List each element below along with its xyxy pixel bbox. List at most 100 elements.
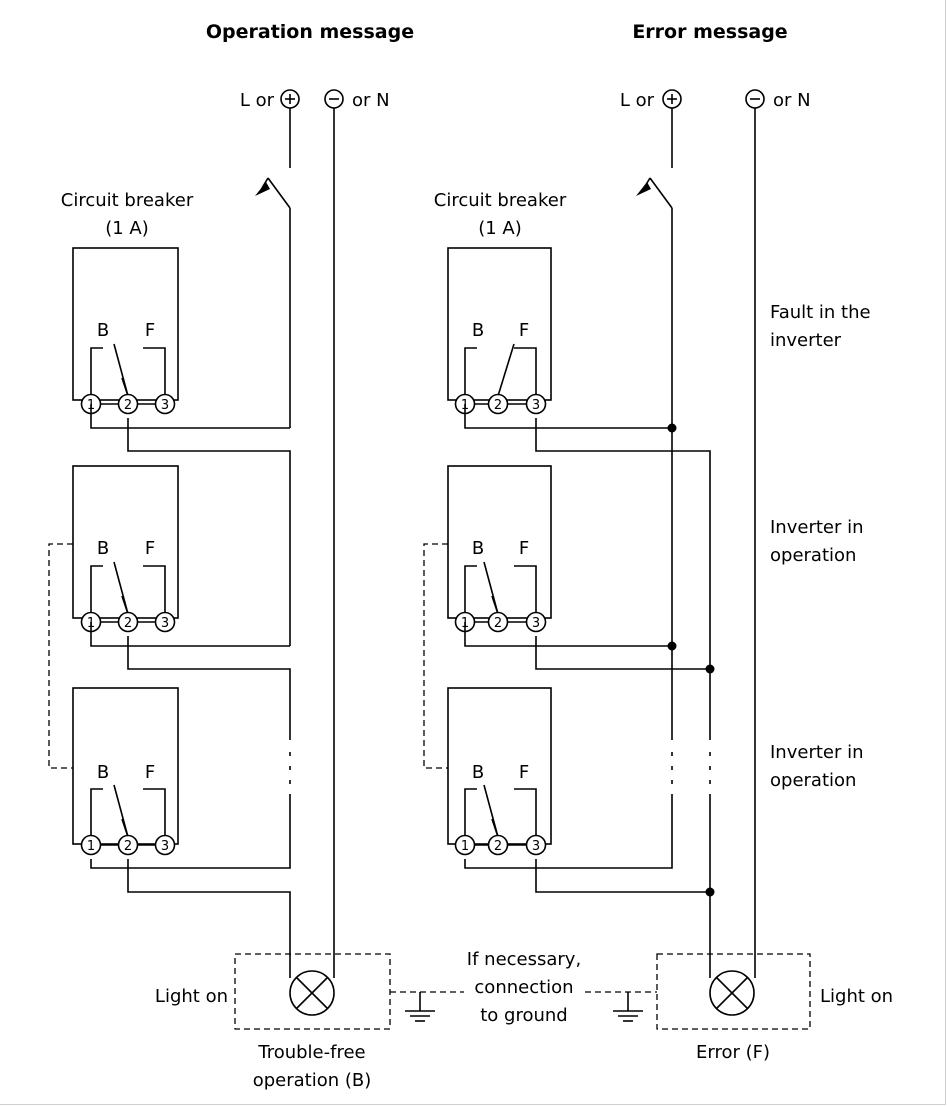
left-wire-t2-top	[127, 418, 291, 646]
contact-b-bracket	[90, 788, 103, 837]
junction-dot	[667, 641, 677, 651]
terminal-1	[80, 834, 102, 856]
right-wire-t1-top	[464, 404, 672, 429]
contact-blade	[497, 343, 515, 397]
minus-circle-icon	[324, 89, 344, 109]
lamp-icon	[709, 970, 755, 1016]
contact-f-bracket	[143, 565, 166, 614]
contact-f-bracket	[514, 788, 537, 837]
contact-b-bracket	[464, 565, 477, 614]
left-wire-t1-to-live	[90, 404, 290, 429]
terminal-number: 3	[161, 839, 169, 854]
terminal-2	[117, 834, 139, 856]
right-dashed-link	[423, 543, 448, 769]
terminal-3	[525, 834, 547, 856]
contact-f-label: F	[145, 762, 155, 783]
left-dashed-link	[48, 543, 73, 769]
terminal-number: 2	[124, 839, 132, 854]
ground-note-line3: to ground	[480, 1005, 567, 1026]
left-wire-t2-bot	[127, 859, 291, 958]
terminal-3	[154, 393, 176, 415]
junction-dot	[705, 664, 715, 674]
right-live-label: L or	[620, 90, 655, 111]
contact-b-label: B	[472, 538, 484, 559]
state-fault-label-2: inverter	[770, 330, 842, 351]
right-wire-t1-mid	[464, 622, 672, 647]
contact-f-label: F	[519, 538, 529, 559]
terminal-2	[487, 393, 509, 415]
plus-circle-icon	[280, 89, 300, 109]
right-wire-t3-top	[535, 418, 711, 740]
terminal-number: 3	[532, 616, 540, 631]
ground-icon	[405, 992, 435, 1022]
ground-icon	[613, 992, 643, 1022]
plus-circle-icon	[662, 89, 682, 109]
minus-circle-icon	[745, 89, 765, 109]
contact-b-bracket	[464, 347, 477, 396]
contact-f-bracket	[514, 347, 537, 396]
left-neutral-label: or N	[352, 90, 390, 111]
terminal-number: 1	[87, 839, 95, 854]
contact-b-label: B	[97, 320, 109, 341]
left-breaker-label: Circuit breaker	[61, 190, 194, 211]
ground-note-line2: connection	[474, 977, 573, 998]
contact-f-label: F	[519, 762, 529, 783]
terminal-number: 1	[461, 839, 469, 854]
contact-f-label: F	[145, 320, 155, 341]
right-wire-t3-mid	[535, 636, 710, 670]
right-light-on-label: Light on	[820, 986, 893, 1007]
ground-note-line1: If necessary,	[467, 949, 581, 970]
right-breaker-label: Circuit breaker	[434, 190, 567, 211]
terminal-number: 2	[124, 398, 132, 413]
contact-b-label: B	[97, 762, 109, 783]
terminal-3	[154, 611, 176, 633]
terminal-1	[454, 834, 476, 856]
switch-icon	[636, 177, 673, 209]
terminal-number: 2	[494, 616, 502, 631]
terminal-2	[117, 393, 139, 415]
contact-b-label: B	[472, 762, 484, 783]
contact-f-bracket	[514, 565, 537, 614]
lamp-icon	[289, 970, 335, 1016]
left-wire-t1-mid	[90, 622, 290, 647]
left-live-label: L or	[240, 90, 275, 111]
contact-b-bracket	[464, 788, 477, 837]
right-lamp-box	[656, 953, 811, 1030]
left-wire-t2-mid	[127, 636, 291, 740]
state-fault-label: Fault in the	[770, 302, 871, 323]
left-lamp-caption-2: operation (B)	[253, 1070, 372, 1091]
title-operation-message: Operation message	[206, 21, 414, 43]
terminal-number: 3	[161, 616, 169, 631]
left-relay-top	[72, 247, 179, 401]
right-wire-t3-bot	[535, 859, 710, 893]
contact-f-label: F	[145, 538, 155, 559]
terminal-2	[487, 611, 509, 633]
contact-b-label: B	[97, 538, 109, 559]
terminal-number: 2	[494, 839, 502, 854]
terminal-number: 2	[494, 398, 502, 413]
terminal-number: 3	[532, 398, 540, 413]
right-neutral-label: or N	[773, 90, 811, 111]
left-relay-bot	[72, 687, 179, 845]
left-wire-t1-bot	[90, 794, 291, 869]
left-relay-mid	[72, 465, 179, 619]
contact-f-label: F	[519, 320, 529, 341]
junction-dot	[705, 887, 715, 897]
state-operation-label-2: operation	[770, 770, 856, 791]
contact-f-bracket	[143, 788, 166, 837]
left-breaker-rating: (1 A)	[105, 218, 149, 239]
terminal-2	[117, 611, 139, 633]
left-lamp-caption: Trouble-free	[257, 1042, 365, 1063]
left-light-on-label: Light on	[155, 986, 228, 1007]
title-error-message: Error message	[632, 21, 787, 43]
switch-icon	[255, 177, 291, 209]
terminal-2	[487, 834, 509, 856]
right-wire-t1-bot	[464, 794, 673, 869]
right-breaker-rating: (1 A)	[478, 218, 522, 239]
terminal-3	[525, 611, 547, 633]
terminal-number: 3	[161, 398, 169, 413]
contact-b-label: B	[472, 320, 484, 341]
terminal-number: 3	[532, 839, 540, 854]
